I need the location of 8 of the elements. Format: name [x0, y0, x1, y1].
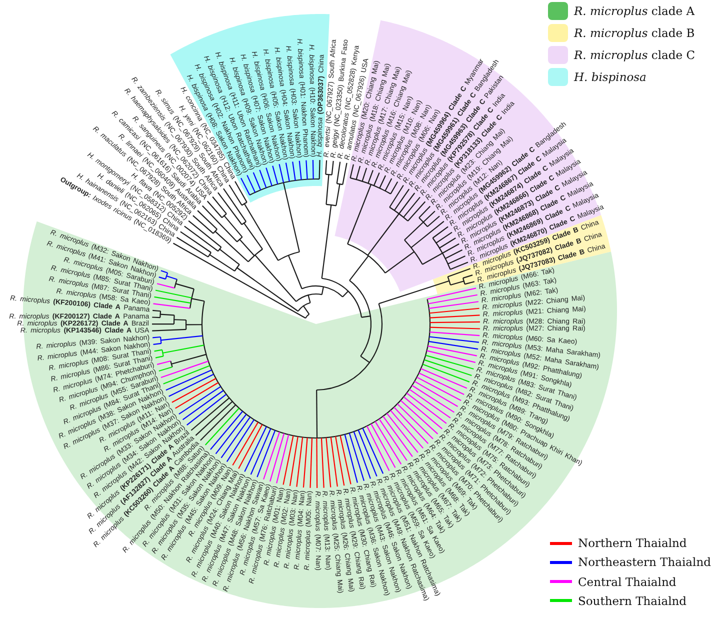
legend-label: Northern Thaialnd	[578, 536, 687, 550]
legend-label: Southern Thaialnd	[578, 594, 687, 608]
legend-label: Central Thaialnd	[578, 574, 676, 589]
legend-label: H. bispinosa	[574, 70, 646, 84]
legend-label: R. microplus clade C	[574, 48, 696, 62]
legend-label: R. microplus clade B	[574, 26, 695, 40]
legend-label: Northeastern Thaialnd	[578, 555, 711, 570]
legend-label: R. microplus clade A	[574, 4, 695, 18]
